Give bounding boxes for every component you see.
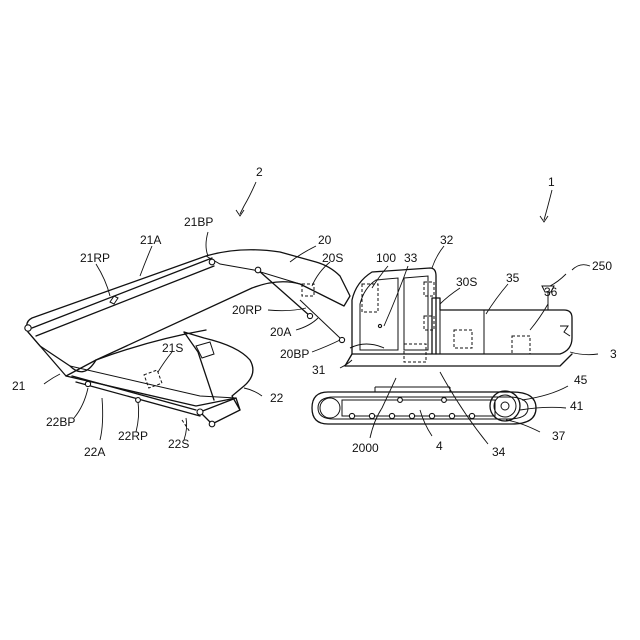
label-22: 22	[270, 391, 284, 405]
bucket	[184, 332, 253, 410]
label-30S: 30S	[456, 275, 477, 289]
label-45: 45	[574, 373, 588, 387]
label-35: 35	[506, 271, 520, 285]
label-3: 3	[610, 347, 617, 361]
operator-cab	[350, 268, 436, 354]
label-21: 21	[12, 379, 26, 393]
label-4: 4	[436, 439, 443, 453]
label-21A: 21A	[140, 233, 161, 247]
label-33: 33	[404, 251, 418, 265]
label-37: 37	[552, 429, 566, 443]
track-rollers	[349, 398, 474, 419]
label-21BP: 21BP	[184, 215, 213, 229]
label-20: 20	[318, 233, 332, 247]
label-21RP: 21RP	[80, 251, 110, 265]
label-22RP: 22RP	[118, 429, 148, 443]
label-2: 2	[256, 165, 263, 179]
label-22BP: 22BP	[46, 415, 75, 429]
label-20RP: 20RP	[232, 303, 262, 317]
crawler-undercarriage	[312, 387, 536, 424]
label-22S: 22S	[168, 437, 189, 451]
label-21S: 21S	[162, 341, 183, 355]
arm	[25, 258, 236, 406]
label-250: 250	[592, 259, 612, 273]
label-20BP: 20BP	[280, 347, 309, 361]
label-32: 32	[440, 233, 454, 247]
drive-sprocket	[490, 391, 520, 421]
label-36: 36	[544, 285, 558, 299]
label-34: 34	[492, 445, 506, 459]
label-2000: 2000	[352, 441, 379, 455]
label-20S: 20S	[322, 251, 343, 265]
label-22A: 22A	[84, 445, 105, 459]
label-100: 100	[376, 251, 396, 265]
label-31: 31	[312, 363, 326, 377]
label-1: 1	[548, 175, 555, 189]
label-20A: 20A	[270, 325, 291, 339]
label-41: 41	[570, 399, 584, 413]
